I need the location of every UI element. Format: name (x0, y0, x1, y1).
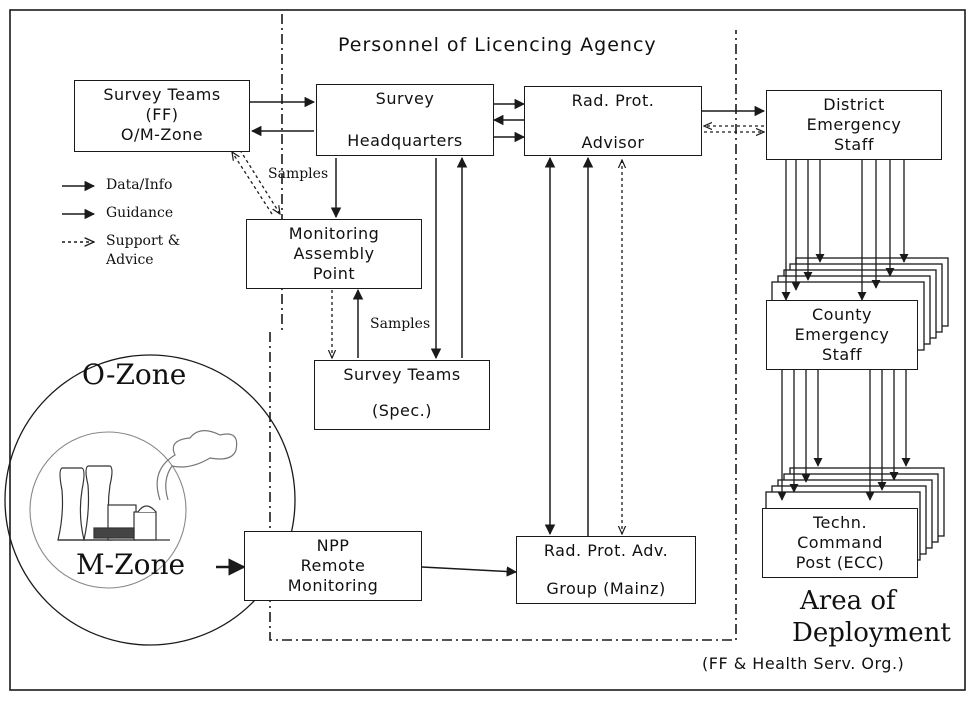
box-line: NPP (316, 536, 350, 555)
power-plant-illustration (57, 430, 238, 541)
m-zone-label: M-Zone (76, 548, 186, 581)
o-zone-circle (4, 354, 296, 646)
legend-data-info: Data/Info (106, 177, 173, 193)
box-line: Advisor (581, 133, 645, 152)
box-line: Staff (822, 345, 862, 364)
area-of-deployment-sub: (FF & Health Serv. Org.) (702, 654, 905, 673)
county-to-tech-arrows (777, 370, 911, 501)
survey-headquarters-box: Survey Headquarters (316, 84, 494, 156)
box-line: County (812, 305, 872, 324)
box-line: Rad. Prot. Adv. (543, 541, 669, 560)
box-line: Survey Teams (103, 85, 221, 104)
box-line: Headquarters (347, 131, 463, 150)
box-line: (FF) (145, 105, 179, 124)
box-line: Survey (375, 89, 435, 108)
rad-prot-advisor-box: Rad. Prot. Advisor (524, 86, 702, 156)
o-zone-label: O-Zone (82, 358, 187, 391)
samples-label-1: Samples (268, 166, 329, 182)
box-line: Techn. (812, 513, 868, 532)
county-emergency-staff-box: County Emergency Staff (766, 300, 918, 370)
box-line: O/M-Zone (120, 125, 204, 144)
survey-teams-spec-box: Survey Teams (Spec.) (314, 360, 490, 430)
box-line: Monitoring (287, 576, 379, 595)
district-to-county-arrows (781, 160, 909, 301)
techn-command-post-box: Techn. Command Post (ECC) (762, 508, 918, 578)
box-line: Staff (834, 135, 874, 154)
box-line: Survey Teams (343, 365, 461, 384)
legend-arrows (62, 180, 96, 242)
arrows-dotted (232, 126, 764, 358)
box-line: Rad. Prot. (571, 91, 655, 110)
box-line: Post (ECC) (795, 553, 885, 572)
box-line: Remote (300, 556, 366, 575)
box-line: (Spec.) (371, 401, 433, 420)
box-line: Emergency (806, 115, 902, 134)
area-of-deployment-line1: Area of (800, 586, 896, 616)
box-line: Group (Mainz) (546, 579, 666, 598)
district-emergency-staff-box: District Emergency Staff (766, 90, 942, 160)
outer-frame (9, 9, 966, 691)
samples-label-2: Samples (370, 316, 431, 332)
box-line: Emergency (794, 325, 890, 344)
box-line: Point (312, 264, 356, 283)
npp-remote-monitoring-box: NPP Remote Monitoring (244, 531, 422, 601)
legend-advice: Advice (106, 252, 154, 268)
arrows-solid (216, 96, 766, 577)
survey-teams-ff-box: Survey Teams (FF) O/M-Zone (74, 80, 250, 152)
box-line: Monitoring (288, 224, 380, 243)
box-line: Command (797, 533, 883, 552)
rad-prot-adv-group-box: Rad. Prot. Adv. Group (Mainz) (516, 536, 696, 604)
agency-title: Personnel of Licencing Agency (334, 34, 661, 56)
legend-guidance: Guidance (106, 205, 174, 221)
legend-support: Support & (106, 233, 181, 249)
monitoring-assembly-point-box: Monitoring Assembly Point (246, 219, 422, 289)
box-line: Assembly (293, 244, 375, 263)
m-zone-circle (29, 431, 187, 589)
box-line: District (823, 95, 885, 114)
area-of-deployment-line2: Deployment (792, 618, 951, 648)
